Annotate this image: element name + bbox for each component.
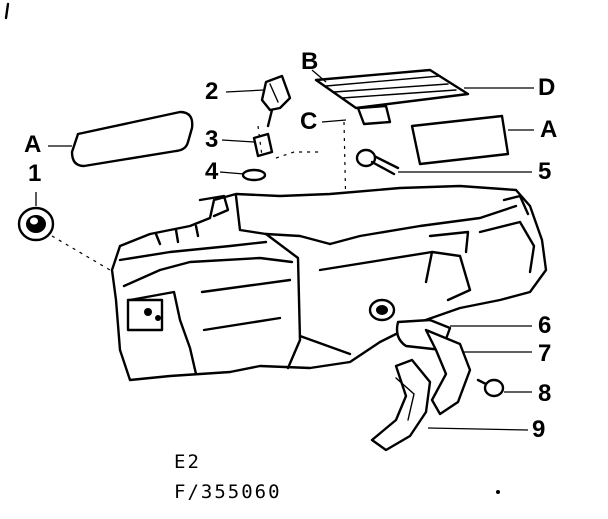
section-code: E2 bbox=[174, 451, 201, 473]
label-d: D bbox=[538, 74, 556, 101]
leader-c bbox=[321, 119, 347, 123]
part-2-bolt bbox=[260, 74, 292, 128]
label-part-4: 4 bbox=[205, 158, 219, 185]
label-part-6: 6 bbox=[538, 312, 552, 339]
label-part-1: 1 bbox=[28, 160, 42, 187]
label-part-3: 3 bbox=[205, 126, 219, 153]
label-a-left: A bbox=[24, 131, 42, 158]
part-4-washer bbox=[241, 168, 267, 182]
leader-9 bbox=[427, 427, 529, 431]
label-a-right: A bbox=[540, 116, 558, 143]
label-part-8: 8 bbox=[538, 380, 552, 407]
part-9-grip bbox=[370, 358, 432, 452]
part-1-dashed-axis bbox=[51, 235, 111, 271]
part-a-left-pad bbox=[70, 110, 194, 168]
stray-dot bbox=[496, 490, 500, 494]
part-7-handle bbox=[424, 328, 472, 416]
label-part-7: 7 bbox=[538, 340, 552, 367]
part-3-nut bbox=[252, 132, 274, 158]
label-c: C bbox=[300, 108, 318, 135]
part-a-right-pad bbox=[410, 114, 510, 166]
stray-mark bbox=[4, 2, 10, 20]
leader-4 bbox=[219, 171, 245, 175]
part-1-knob bbox=[17, 206, 55, 242]
part-8-screw bbox=[476, 378, 505, 398]
figure-number: F/355060 bbox=[174, 481, 282, 503]
label-part-9: 9 bbox=[532, 416, 546, 443]
part-5-screw bbox=[355, 148, 400, 176]
leader-b bbox=[311, 69, 327, 83]
housing bbox=[110, 184, 548, 382]
label-b: B bbox=[301, 48, 319, 75]
part-b-d-sheet bbox=[314, 68, 470, 126]
label-part-5: 5 bbox=[538, 158, 552, 185]
label-part-2: 2 bbox=[205, 78, 219, 105]
leader-3 bbox=[221, 139, 255, 143]
leader-2 bbox=[225, 89, 265, 93]
